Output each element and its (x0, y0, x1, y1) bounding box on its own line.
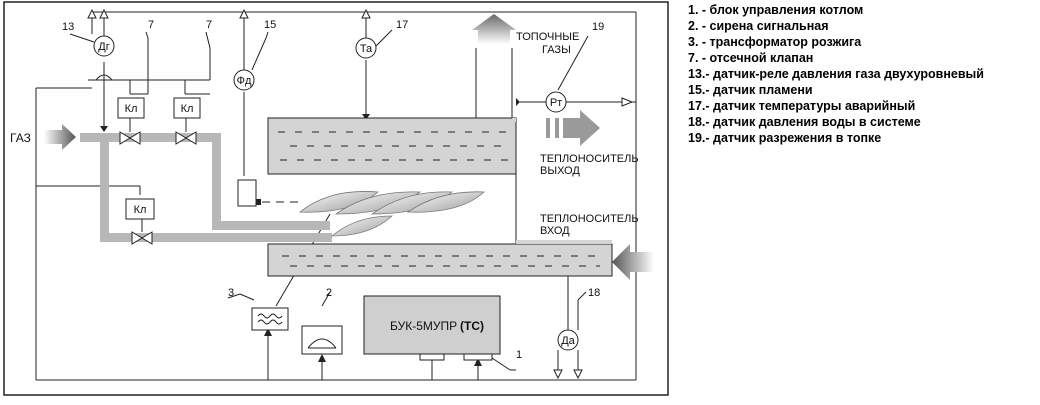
coolant-out-arrow (540, 110, 600, 146)
callout-leader (69, 33, 95, 43)
valve-box: Кл (117, 97, 145, 119)
valve-box: Кл (125, 198, 155, 220)
coolant-out-label-1: ТЕПЛОНОСИТЕЛЬ (540, 153, 639, 165)
wire-bridge (95, 74, 113, 81)
legend-item: 19.- датчик разрежения в топке (688, 131, 882, 145)
boiler-controller: БУК-5МУПР (ТС) (363, 295, 501, 361)
flue-gas-arrow (472, 14, 516, 44)
diagram-frame (3, 1, 669, 396)
legend-item: 2. - сирена сигнальная (688, 19, 829, 33)
valves (119, 118, 197, 245)
valve-box-label: Кл (181, 103, 194, 115)
temperature-sensor-label: Та (360, 43, 373, 55)
gas-inlet-arrow (44, 124, 76, 150)
alarm-siren (301, 325, 343, 355)
feed-arrows (100, 98, 520, 366)
coolant-in-label-1: ТЕПЛОНОСИТЕЛЬ (540, 213, 639, 225)
heat-exchanger-upper (267, 117, 517, 175)
coolant-in-label-2: ВХОД (540, 225, 570, 237)
flame-sensor-probe (237, 179, 300, 207)
gas-pipes (80, 133, 332, 242)
chimney (475, 48, 513, 118)
valve-box-label: Кл (134, 204, 147, 216)
ignition-transformer (251, 307, 289, 331)
flame-sensor: Фд (233, 69, 255, 91)
flue-gases-label-1: ТОПОЧНЫЕ (516, 31, 579, 43)
legend-item: 17.- датчик температуры аварийный (688, 99, 916, 113)
callout-2: 2 (326, 287, 332, 299)
water-pressure-sensor: Да (557, 329, 579, 351)
callout-leader (145, 31, 149, 39)
legend-item: 7. - отсечной клапан (688, 51, 814, 65)
legend-list: 1. - блок управления котлом 2. - сирена с… (688, 2, 1038, 146)
burner-flames (298, 191, 485, 237)
callout-7: 7 (148, 19, 154, 31)
legend-item: 15.- датчик пламени (688, 83, 813, 97)
rarefaction-sensor-label: Рт (550, 97, 562, 109)
temperature-sensor: Та (355, 37, 377, 59)
gas-pressure-sensor: Дг (93, 35, 115, 57)
valve-box: Кл (173, 97, 201, 119)
wiring (35, 11, 637, 381)
legend-item: 18.- датчик давления воды в системе (688, 115, 921, 129)
connector-pipe (512, 118, 612, 244)
legend: 1. - блок управления котлом 2. - сирена с… (688, 2, 1038, 146)
callout-leader (265, 31, 269, 39)
gas-pressure-sensor-label: Дг (98, 41, 109, 53)
callout-15: 15 (264, 19, 276, 31)
controller-mode: (ТС) (460, 319, 484, 333)
heat-exchanger-lower (267, 243, 613, 277)
callout-19: 19 (592, 21, 604, 33)
valve-box-label: Кл (125, 103, 138, 115)
callout-leader (205, 31, 211, 49)
coolant-in-arrow (612, 244, 654, 280)
callout-1: 1 (516, 349, 522, 361)
callout-18: 18 (588, 287, 600, 299)
rarefaction-sensor: Рт (545, 91, 567, 113)
legend-item: 13.- датчик-реле давления газа двухуровн… (688, 67, 984, 81)
flue-gases-label-2: ГАЗЫ (542, 44, 571, 56)
coolant-out-label-2: ВЫХОД (540, 165, 580, 177)
callout-3: 3 (228, 287, 234, 299)
callout-13: 13 (62, 21, 74, 33)
controller-name: БУК-5МУПР (390, 319, 457, 333)
callout-7: 7 (206, 19, 212, 31)
gas-label: ГАЗ (10, 131, 31, 145)
flame-sensor-label: Фд (237, 75, 252, 87)
callout-leader (227, 293, 241, 299)
callout-17: 17 (396, 19, 408, 31)
water-pressure-sensor-label: Да (561, 335, 575, 347)
legend-item: 1. - блок управления котлом (688, 3, 864, 17)
terminal-arrows (87, 8, 634, 380)
legend-item: 3. - трансформатор розжига (688, 35, 862, 49)
